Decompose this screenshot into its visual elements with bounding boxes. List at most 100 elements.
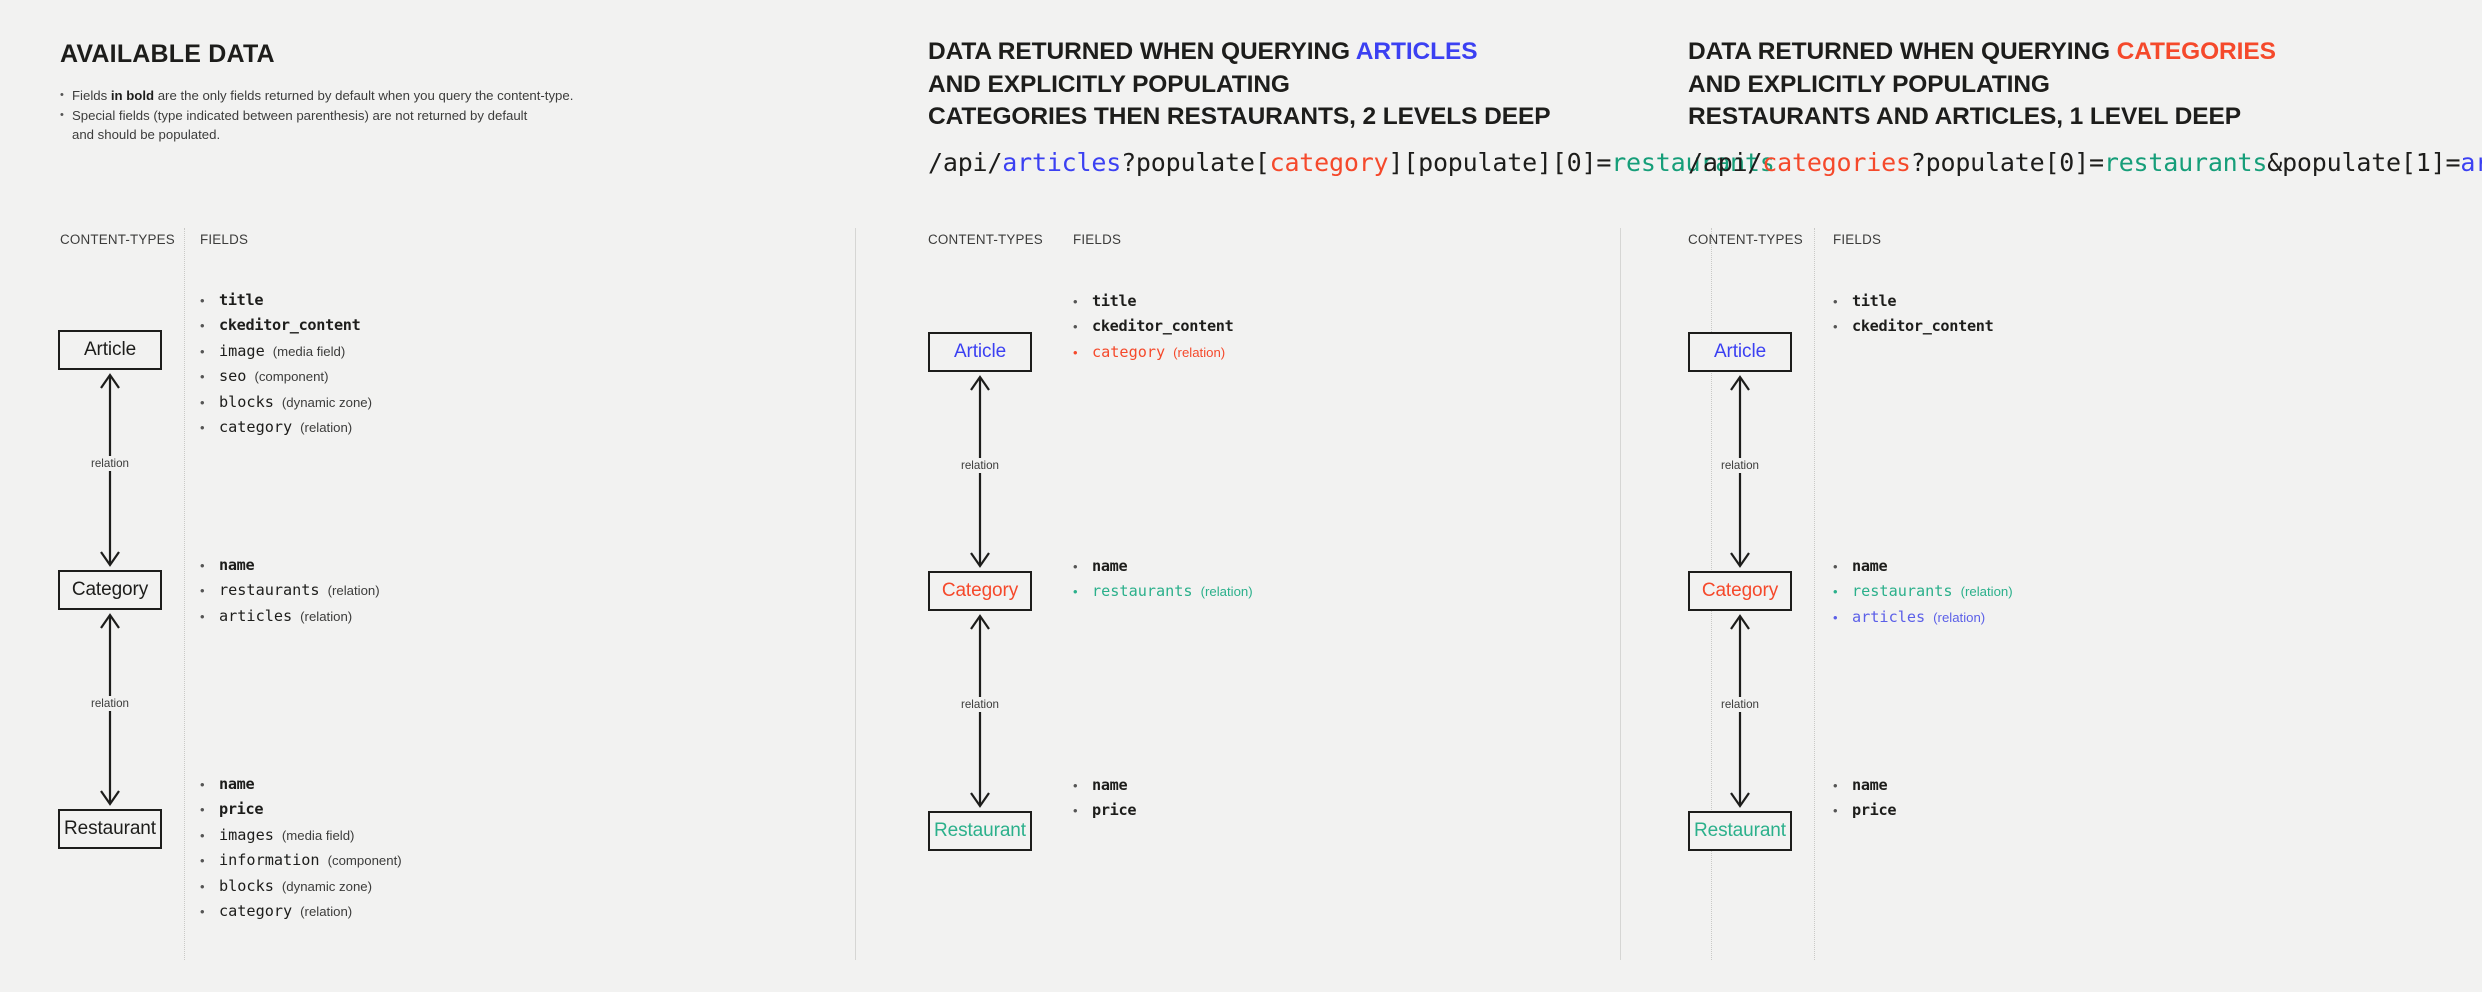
field-name: ckeditor_content — [219, 316, 361, 335]
field-name: title — [1852, 292, 1897, 310]
bullet-dot-icon: • — [200, 420, 205, 436]
relation-connector-category-restaurant: relation — [920, 611, 1040, 811]
content-type-box-category[interactable]: Category — [928, 571, 1032, 611]
relation-label: relation — [86, 696, 134, 711]
field-type: (relation) — [300, 608, 353, 624]
column-label-fields: FIELDS — [200, 232, 249, 247]
bullet-dot-icon: • — [1073, 319, 1078, 335]
field-row: •images(media field) — [200, 823, 402, 848]
intro-bullet-text: Fields in bold are the only fields retur… — [72, 88, 574, 103]
relation-label: relation — [1716, 697, 1764, 712]
content-type-box-restaurant[interactable]: Restaurant — [928, 811, 1032, 851]
bullet-dot-icon: • — [200, 878, 205, 894]
bullet-dot-icon: • — [1833, 294, 1838, 309]
content-type-box-article[interactable]: Article — [1688, 332, 1792, 372]
relation-label: relation — [956, 458, 1004, 473]
intro-bullet-continuation: and should be populated. — [60, 125, 573, 145]
api-url-token: /api/ — [1688, 148, 1763, 177]
content-type-box-category[interactable]: Category — [1688, 571, 1792, 611]
field-name: price — [1852, 801, 1897, 820]
field-name: ckeditor_content — [1852, 317, 1994, 336]
field-row: • name — [1073, 773, 1136, 798]
field-row: •restaurants(relation) — [1833, 579, 2013, 604]
field-name: articles — [1852, 607, 1926, 626]
content-type-box-article[interactable]: Article — [928, 332, 1032, 372]
content-type-box-restaurant[interactable]: Restaurant — [58, 809, 162, 849]
bullet-dot-icon: • — [200, 904, 205, 920]
fields-list-category: •name•restaurants(relation) — [1073, 554, 1253, 605]
field-row: •blocks(dynamic zone) — [200, 390, 372, 415]
field-name: blocks — [219, 392, 274, 411]
field-row: •information(component) — [200, 848, 402, 873]
field-name: restaurants — [1852, 582, 1953, 601]
field-name: title — [1092, 292, 1137, 310]
bullet-dot-icon: • — [200, 802, 205, 818]
title-segment: DATA RETURNED WHEN QUERYING — [1688, 38, 2117, 65]
intro-bullet-text: and should be populated. — [72, 127, 221, 142]
api-url-token: restaurants — [2103, 148, 2268, 177]
relation-label: relation — [1716, 458, 1764, 473]
content-type-box-category[interactable]: Category — [58, 570, 162, 610]
bullet-dot-icon: • — [60, 108, 64, 121]
field-row: •seo(component) — [200, 364, 372, 389]
bullet-dot-icon: • — [1833, 559, 1838, 574]
bullet-dot-icon: • — [1073, 294, 1078, 309]
api-url-token: ][populate][0]= — [1388, 148, 1612, 177]
field-type: (relation) — [1933, 609, 1986, 625]
field-row: •name — [200, 772, 402, 797]
field-type: (relation) — [1960, 584, 2013, 600]
field-name: name — [1852, 776, 1888, 794]
panel-title: DATA RETURNED WHEN QUERYING CATEGORIES AN… — [1688, 36, 2276, 134]
bullet-spacer — [60, 125, 72, 145]
intro-bullets: • Fields in bold are the only fields ret… — [60, 86, 573, 145]
field-name: images — [219, 825, 274, 844]
content-type-box-restaurant[interactable]: Restaurant — [1688, 811, 1792, 851]
fields-list-category: •name•restaurants(relation)•articles(rel… — [1833, 554, 2013, 630]
column-label-content-types: CONTENT-TYPES — [60, 232, 175, 247]
api-url-token: /api/ — [928, 148, 1003, 177]
field-name: name — [219, 556, 255, 574]
fields-list-restaurant: •name•price•images(media field)•informat… — [200, 772, 402, 924]
panel-title-line: RESTAURANTS AND ARTICLES, 1 LEVEL DEEP — [1688, 101, 2276, 134]
field-name: name — [1092, 557, 1128, 575]
panel-separator-1 — [855, 228, 856, 960]
title-segment: AND EXPLICITLY POPULATING — [928, 70, 1290, 98]
column-label-content-types: CONTENT-TYPES — [928, 232, 1043, 247]
content-type-box-article[interactable]: Article — [58, 330, 162, 370]
api-url-token: &populate[1]= — [2267, 148, 2461, 177]
field-type: (dynamic zone) — [281, 878, 373, 894]
fields-list-restaurant: •name•price — [1073, 773, 1137, 824]
api-url: /api/articles?populate[category][populat… — [928, 148, 1775, 177]
relation-connector-category-restaurant: relation — [1680, 611, 1800, 811]
bullet-dot-icon: • — [200, 777, 205, 792]
field-name: category — [219, 902, 293, 921]
title-segment: DATA RETURNED WHEN QUERYING — [928, 38, 1356, 65]
field-name: seo — [219, 367, 247, 386]
title-segment: ARTICLES — [1355, 38, 1478, 65]
bullet-dot-icon: • — [1073, 778, 1078, 793]
bullet-dot-icon: • — [200, 318, 205, 334]
bullet-dot-icon: • — [200, 608, 205, 624]
field-name: name — [1092, 776, 1128, 794]
relation-label: relation — [86, 456, 134, 471]
column-label-content-types: CONTENT-TYPES — [1688, 232, 1803, 247]
field-name: information — [219, 851, 320, 870]
bullet-dot-icon: • — [60, 89, 64, 101]
bullet-dot-icon: • — [200, 394, 205, 410]
dotted-divider — [184, 228, 185, 960]
panel-title-line: DATA RETURNED WHEN QUERYING ARTICLES — [928, 36, 1550, 69]
field-row: •title — [200, 288, 372, 313]
title-segment: CATEGORIES — [2116, 38, 2276, 65]
bullet-dot-icon: • — [200, 827, 205, 843]
relation-label: relation — [956, 697, 1004, 712]
intro-bullet: • Fields in bold are the only fields ret… — [60, 86, 573, 106]
bullet-dot-icon: • — [200, 293, 205, 308]
title-segment: AND EXPLICITLY POPULATING — [1688, 70, 2050, 98]
fields-list-article: •title•ckeditor_content•category(relatio… — [1073, 289, 1234, 365]
bullet-dot-icon: • — [200, 583, 205, 599]
field-row: •category(relation) — [200, 899, 402, 924]
field-row: •restaurants(relation) — [200, 578, 380, 603]
field-row: •price — [200, 797, 402, 822]
